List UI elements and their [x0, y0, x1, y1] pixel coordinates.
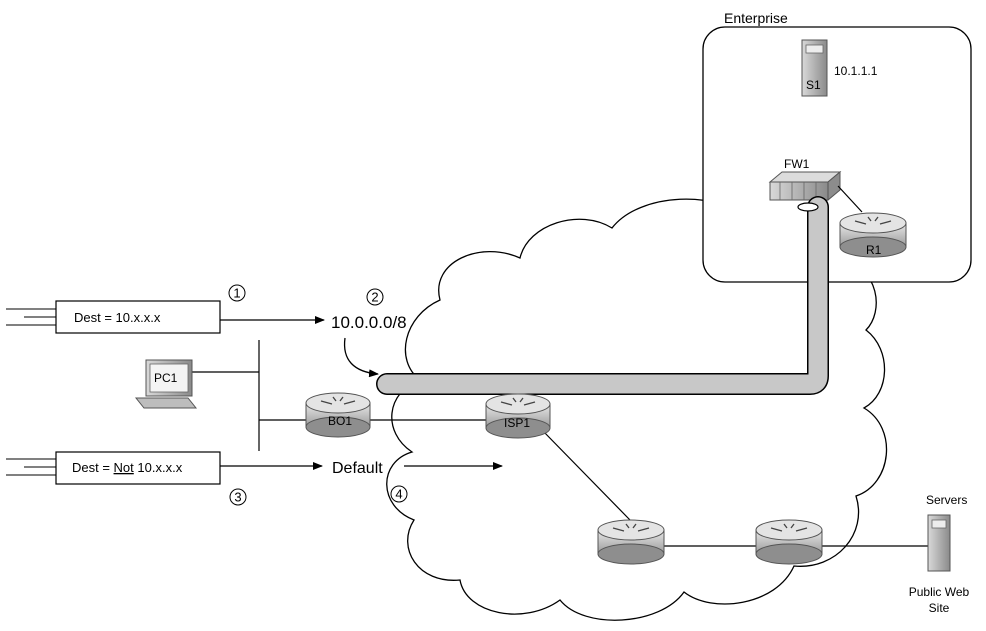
packet-2-text: Dest = Not 10.x.x.x — [72, 460, 183, 475]
packet-1-dest: 10.x.x.x — [116, 310, 161, 325]
servers-caption-line1: Public Web — [909, 585, 970, 599]
s1-label: S1 — [806, 78, 821, 92]
packet-2 — [6, 451, 221, 485]
enterprise-title: Enterprise — [724, 10, 788, 26]
packet-1 — [6, 300, 221, 334]
router-isp-2-icon — [597, 519, 665, 565]
step-marker-4: 4 — [390, 485, 408, 503]
step-marker-4-label: 4 — [395, 487, 402, 502]
link-isp1-r3 — [541, 429, 631, 521]
fw1-label: FW1 — [784, 157, 810, 171]
r1-label: R1 — [866, 243, 882, 257]
internet-cloud — [386, 198, 888, 621]
step-marker-3-label: 3 — [234, 490, 241, 505]
step-marker-1: 1 — [228, 284, 246, 302]
pc1-icon — [134, 359, 198, 409]
packet-2-dest: 10.x.x.x — [134, 460, 183, 475]
route-default-label: Default — [332, 460, 383, 477]
isp1-label: ISP1 — [504, 416, 530, 430]
arrow-into-tunnel — [343, 337, 379, 378]
step-marker-3: 3 — [229, 488, 247, 506]
step-marker-2: 2 — [366, 288, 384, 306]
step-marker-1-label: 1 — [233, 286, 240, 301]
vpn-tunnel-opening — [797, 202, 819, 212]
step-marker-2-label: 2 — [371, 290, 378, 305]
router-r1-icon — [839, 212, 907, 258]
packet-2-prefix: Dest = — [72, 460, 114, 475]
s1-ip: 10.1.1.1 — [834, 64, 878, 78]
packet-2-not: Not — [114, 460, 135, 475]
bo1-label: BO1 — [328, 414, 352, 428]
server-s1-icon — [801, 39, 828, 97]
router-bo1-icon — [305, 392, 371, 438]
router-isp-3-icon — [755, 519, 823, 565]
vpn-tunnel-fill — [377, 197, 828, 394]
enterprise-box — [702, 26, 972, 283]
packet-1-text: Dest = 10.x.x.x — [74, 310, 161, 325]
server-public-web-icon — [927, 514, 951, 572]
packet-1-prefix: Dest = — [74, 310, 116, 325]
servers-caption-line2: Site — [929, 601, 950, 615]
router-isp1-icon — [485, 393, 551, 439]
servers-title: Servers — [926, 493, 967, 507]
route-specific-label: 10.0.0.0/8 — [331, 313, 407, 332]
link-fw1-r1 — [837, 185, 863, 213]
firewall-fw1-icon — [768, 170, 842, 202]
pc1-label: PC1 — [154, 371, 178, 385]
